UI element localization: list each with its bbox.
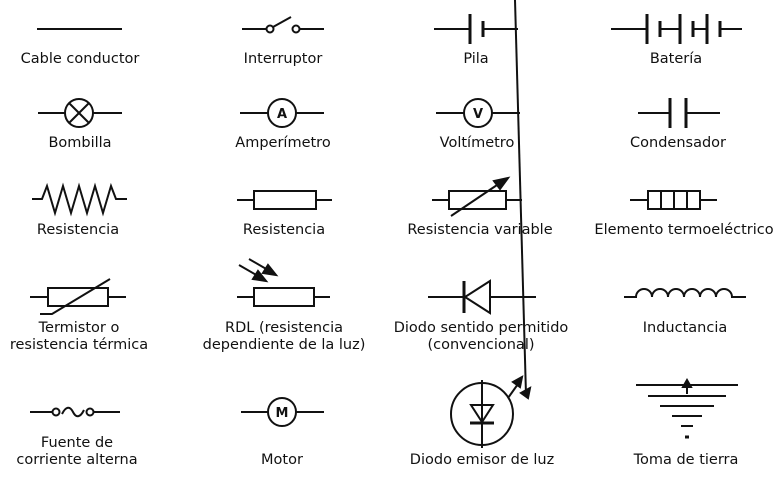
label-line: Toma de tierra [633,452,739,468]
label-amperimetro: Amperímetro [235,135,330,152]
ac-source-symbol [30,406,120,418]
motor-letter: M [276,406,289,421]
label-resistencia-rect: Resistencia [243,222,325,239]
voltmeter-symbol: V [436,98,520,128]
label-pila: Pila [463,51,488,68]
label-line: Resistencia [36,222,120,238]
label-line: Inductancia [642,320,728,336]
label-motor: Motor [261,452,303,469]
label-line: Amperímetro [235,135,331,151]
label-line: Diodo emisor de luz [409,452,555,468]
capacitor-symbol [638,98,720,128]
label-tierra: Toma de tierra [634,452,739,469]
label-condensador: Condensador [630,135,726,152]
label-line: Diodo sentido permitido [393,320,569,336]
label-line: (convencional) [427,337,535,353]
label-line: Resistencia [242,222,326,238]
label-line: Motor [261,452,303,468]
label-line: Cable conductor [20,51,140,67]
label-rdl: RDL (resistencia dependiente de la luz) [203,320,366,354]
label-termoelectrico: Elemento termoeléctrico [594,222,773,239]
label-line: Voltímetro [439,135,515,151]
label-line: Termistor o [38,320,120,336]
label-diodo: Diodo sentido permitido (convencional) [394,320,569,354]
inductor-symbol [624,288,746,298]
diode-symbol [428,279,536,315]
label-fuente-alterna: Fuente de corriente alterna [16,435,137,469]
label-line: Interruptor [243,51,323,67]
label-interruptor: Interruptor [244,51,323,68]
label-line: Bombilla [48,135,112,151]
label-inductancia: Inductancia [643,320,727,337]
cell-symbol [434,14,518,44]
ground-symbol [636,377,738,439]
ammeter-symbol: A [240,98,324,128]
switch-symbol [242,16,324,34]
label-led: Diodo emisor de luz [410,452,554,469]
resistor-zigzag-symbol [32,182,127,217]
ldr-symbol [237,258,330,307]
lamp-symbol [38,98,122,128]
label-resistencia-zigzag: Resistencia [37,222,119,239]
label-line: Pila [463,51,489,67]
resistor-rect-symbol [237,190,332,210]
label-line: RDL (resistencia [225,320,343,336]
label-bateria: Batería [650,51,702,68]
label-resistencia-variable: Resistencia variable [407,222,552,239]
label-line: Batería [649,51,703,67]
label-line: Resistencia variable [407,222,553,238]
led-symbol [450,0,532,448]
label-voltimetro: Voltímetro [440,135,515,152]
thermistor-symbol [30,278,126,315]
label-line: Fuente de [40,435,114,451]
label-cable: Cable conductor [21,51,140,68]
battery-symbol [611,14,742,44]
ammeter-letter: A [277,107,287,122]
label-termistor: Termistor o resistencia térmica [10,320,148,354]
label-line: Elemento termoeléctrico [594,222,774,238]
label-bombilla: Bombilla [48,135,111,152]
label-line: dependiente de la luz) [202,337,366,353]
voltmeter-letter: V [473,107,483,122]
thermoelectric-symbol [630,190,717,210]
motor-symbol: M [241,397,324,427]
label-line: resistencia térmica [9,337,149,353]
variable-resistor-symbol [432,176,522,217]
label-line: Condensador [630,135,726,151]
label-line: corriente alterna [16,452,138,468]
